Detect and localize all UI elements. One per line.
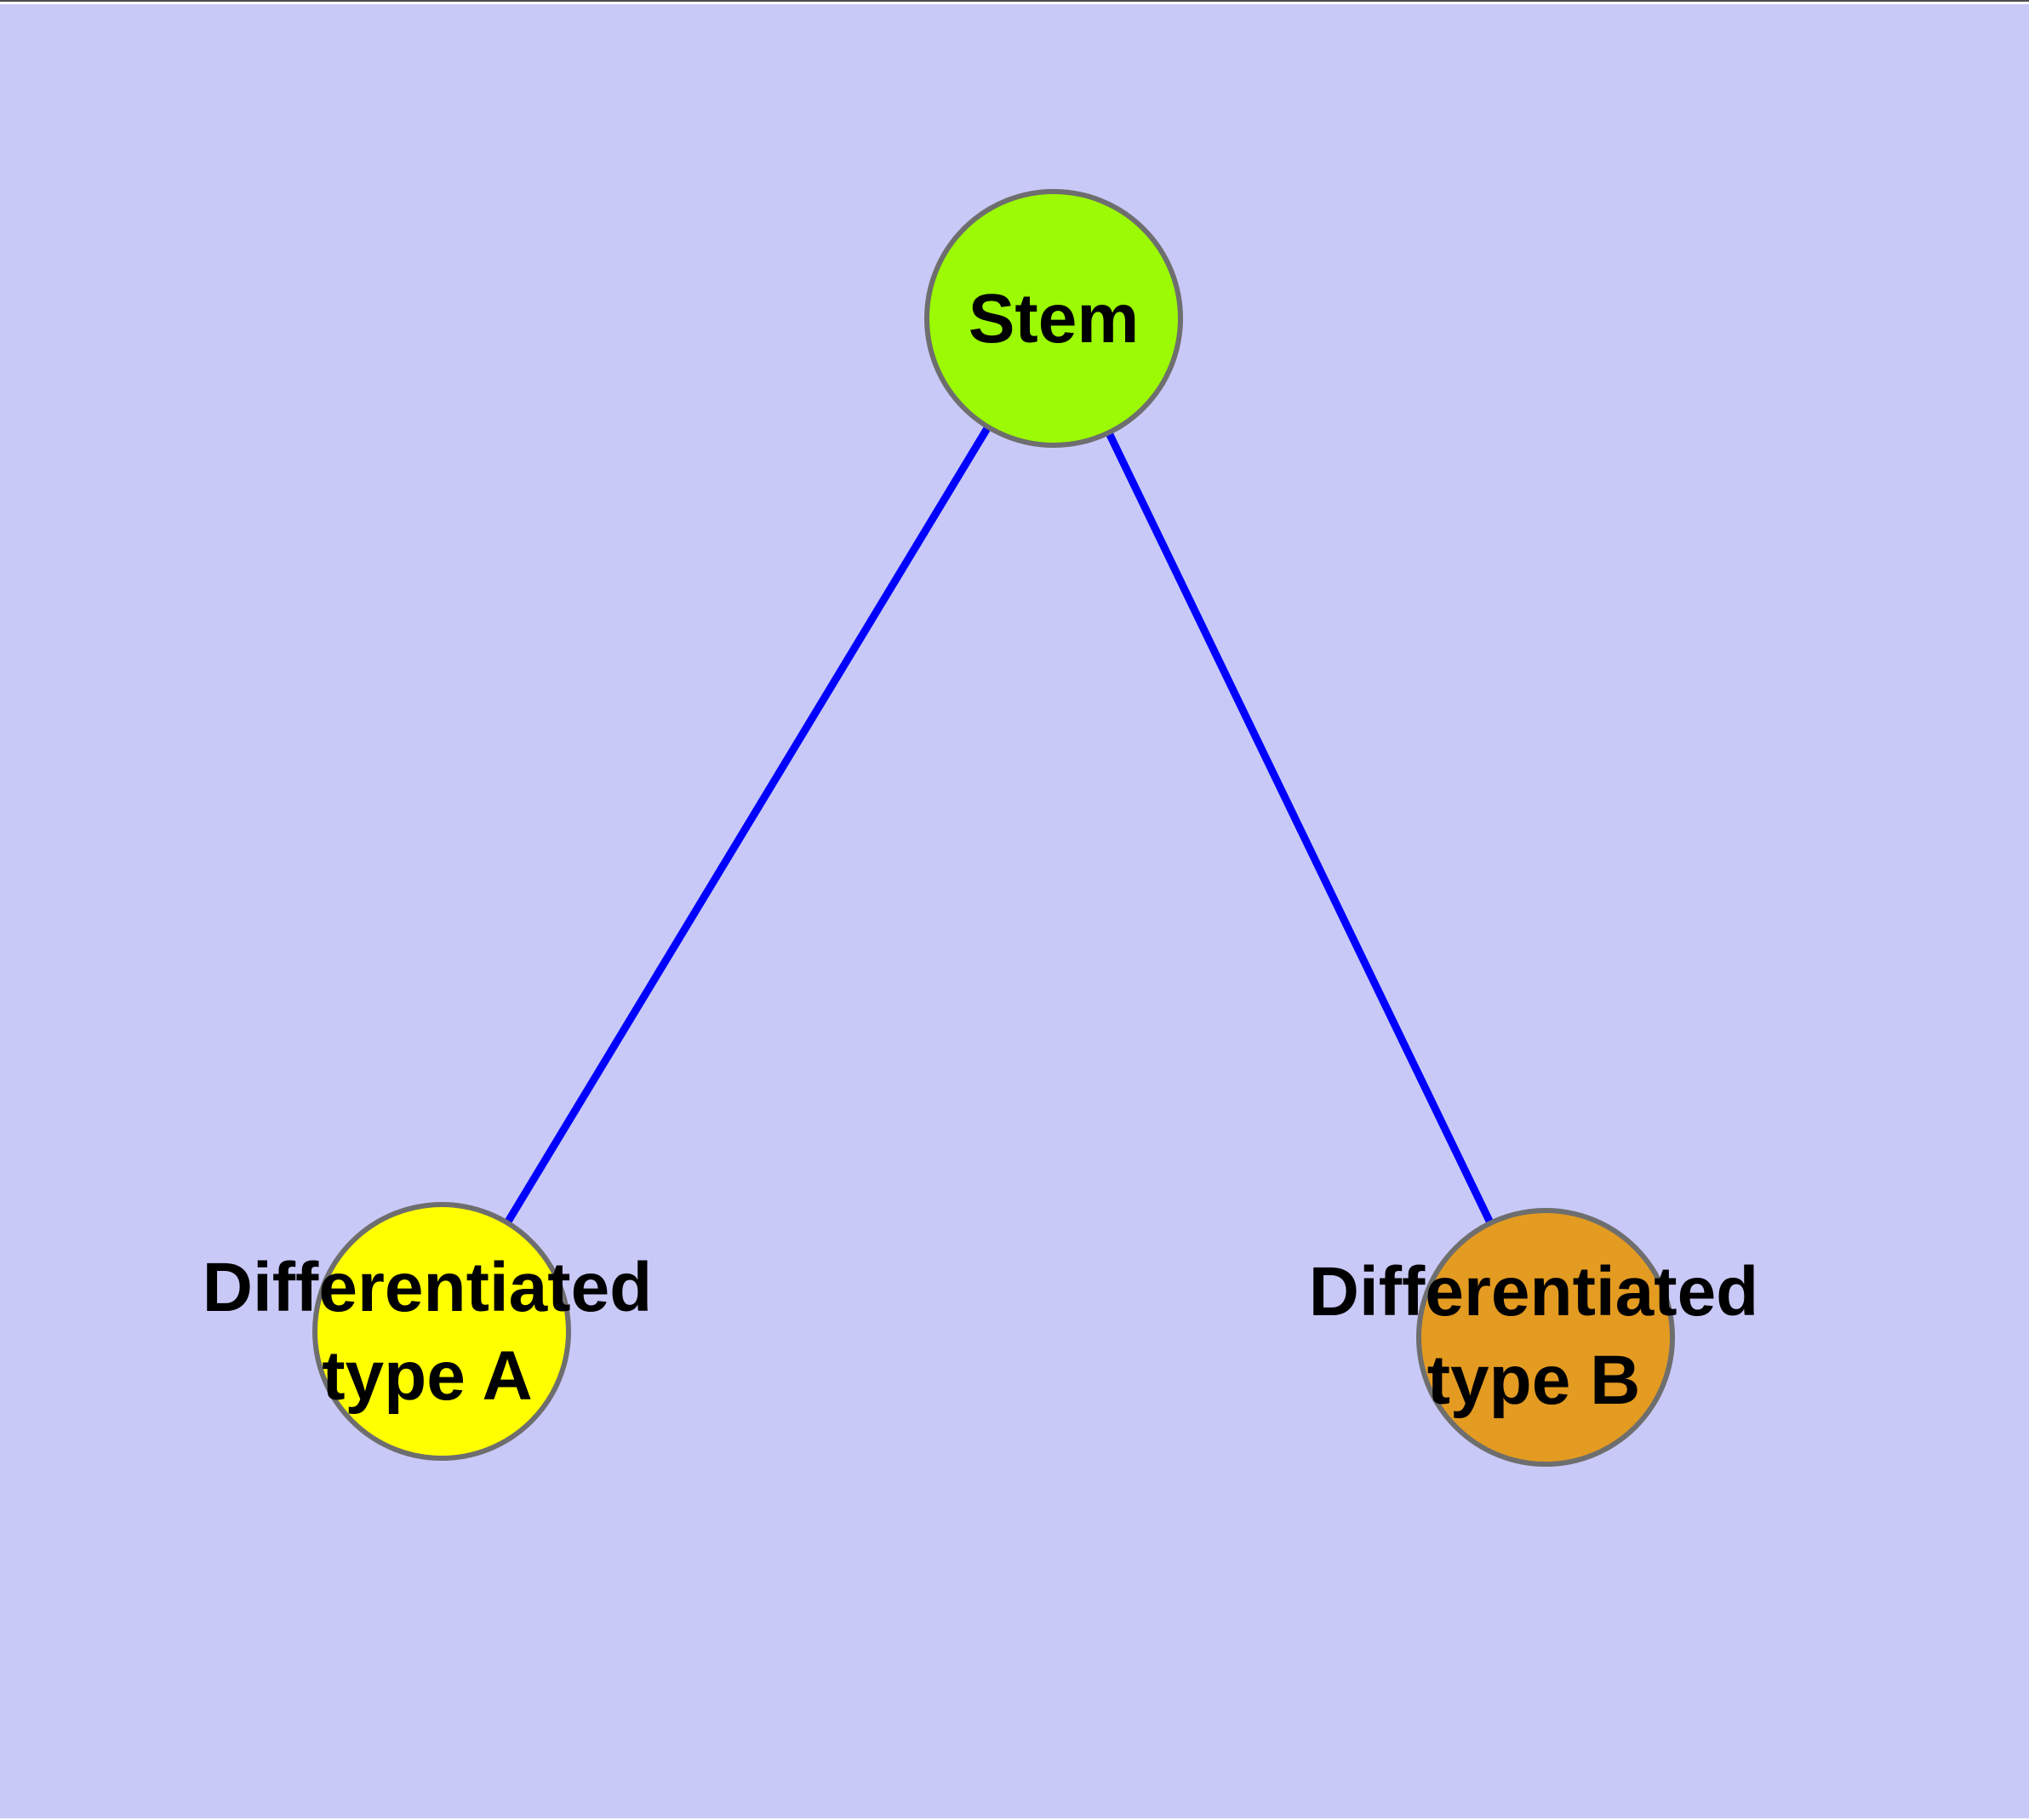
window-top-strip: [0, 2, 2029, 4]
node-type-b-circle: [1416, 1208, 1675, 1467]
node-type-a-circle: [312, 1202, 571, 1461]
node-type-a-label-line1: Differentiated: [202, 1249, 653, 1326]
window-top-hairline: [0, 0, 2029, 2]
edge-stem-to-type-b: [1049, 317, 1550, 1339]
node-type-b-label-line2: type B: [1426, 1342, 1641, 1419]
node-type-b-label: Differentiated type B: [1309, 1248, 1759, 1425]
edge-stem-to-type-a: [438, 316, 1057, 1334]
node-stem-label: Stem: [969, 275, 1140, 363]
node-type-b-label-line1: Differentiated: [1308, 1253, 1759, 1331]
node-stem-label-line1: Stem: [968, 280, 1140, 358]
window-bottom-strip: [0, 1818, 2029, 1820]
node-type-a-label: Differentiated type A: [203, 1244, 653, 1421]
node-stem-circle: [924, 189, 1183, 448]
node-type-a-label-line2: type A: [322, 1337, 533, 1415]
